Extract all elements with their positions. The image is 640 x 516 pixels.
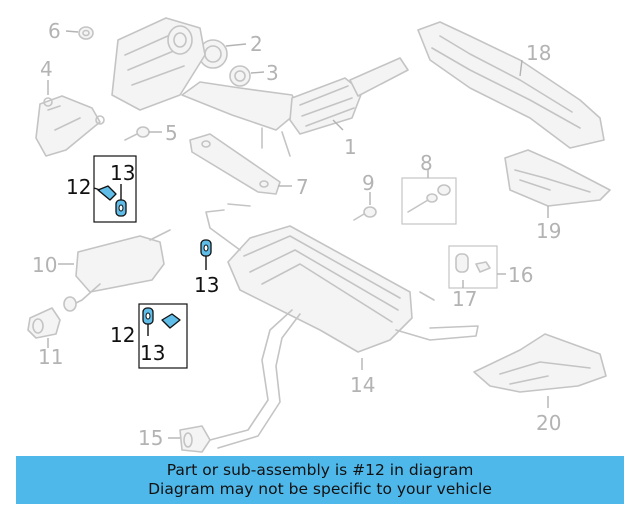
part-12-box-lower [138, 303, 188, 369]
part-10-front-muffler [63, 229, 171, 312]
callout-15: 15 [138, 426, 163, 450]
part-5-bolt [124, 126, 150, 141]
callout-9: 9 [362, 171, 375, 195]
part-13-hanger-middle [200, 239, 212, 257]
callout-18: 18 [526, 41, 551, 65]
part-6-nut [78, 26, 94, 40]
callout-7: 7 [296, 175, 309, 199]
part-16-17-hanger [455, 253, 491, 273]
callout-2: 2 [250, 32, 263, 56]
part-15-clamp [179, 425, 211, 453]
leader-18 [519, 59, 523, 77]
callout-8: 8 [420, 151, 433, 175]
callout-13-lower: 13 [140, 341, 165, 365]
callout-3: 3 [266, 61, 279, 85]
part-20-shield [473, 333, 607, 393]
leader-2 [225, 43, 247, 47]
callout-17: 17 [452, 287, 477, 311]
callout-12-upper: 12 [66, 175, 91, 199]
part-12-hanger-upper [97, 185, 127, 217]
part-4-bracket [35, 95, 105, 157]
callout-10: 10 [32, 253, 57, 277]
callout-13-upper: 13 [110, 161, 135, 185]
callout-6: 6 [48, 19, 61, 43]
part-19-heat-shield [504, 149, 611, 207]
part-8-hanger-kit [407, 184, 451, 213]
part-11-clamp [27, 307, 61, 339]
callout-13-middle: 13 [194, 273, 219, 297]
callout-14: 14 [350, 373, 375, 397]
notice-line-2: Diagram may not be specific to your vehi… [148, 480, 492, 498]
part-18-heat-shield [417, 21, 605, 149]
part-14-rear-muffler [205, 203, 479, 449]
callout-4: 4 [40, 57, 53, 81]
callout-12-lower: 12 [110, 323, 135, 347]
callout-16: 16 [508, 263, 533, 287]
part-7-flange [189, 133, 281, 195]
leader-12-upper [93, 187, 101, 191]
part-3-seal [229, 65, 251, 87]
part-12-box-upper [93, 155, 137, 223]
notice-line-1: Part or sub-assembly is #12 in diagram [166, 461, 474, 479]
callout-11: 11 [38, 345, 63, 369]
callout-20: 20 [536, 411, 561, 435]
callout-19: 19 [536, 219, 561, 243]
part-16-box [448, 245, 498, 289]
part-1-converter [111, 17, 409, 157]
callout-1: 1 [344, 135, 357, 159]
leader-6 [65, 30, 79, 33]
notice-banner: Part or sub-assembly is #12 in diagram D… [16, 456, 624, 504]
part-9-bolt [353, 206, 377, 221]
leader-3 [250, 71, 265, 74]
leader-1 [332, 119, 344, 131]
callout-5: 5 [165, 121, 178, 145]
part-8-box [401, 177, 457, 225]
